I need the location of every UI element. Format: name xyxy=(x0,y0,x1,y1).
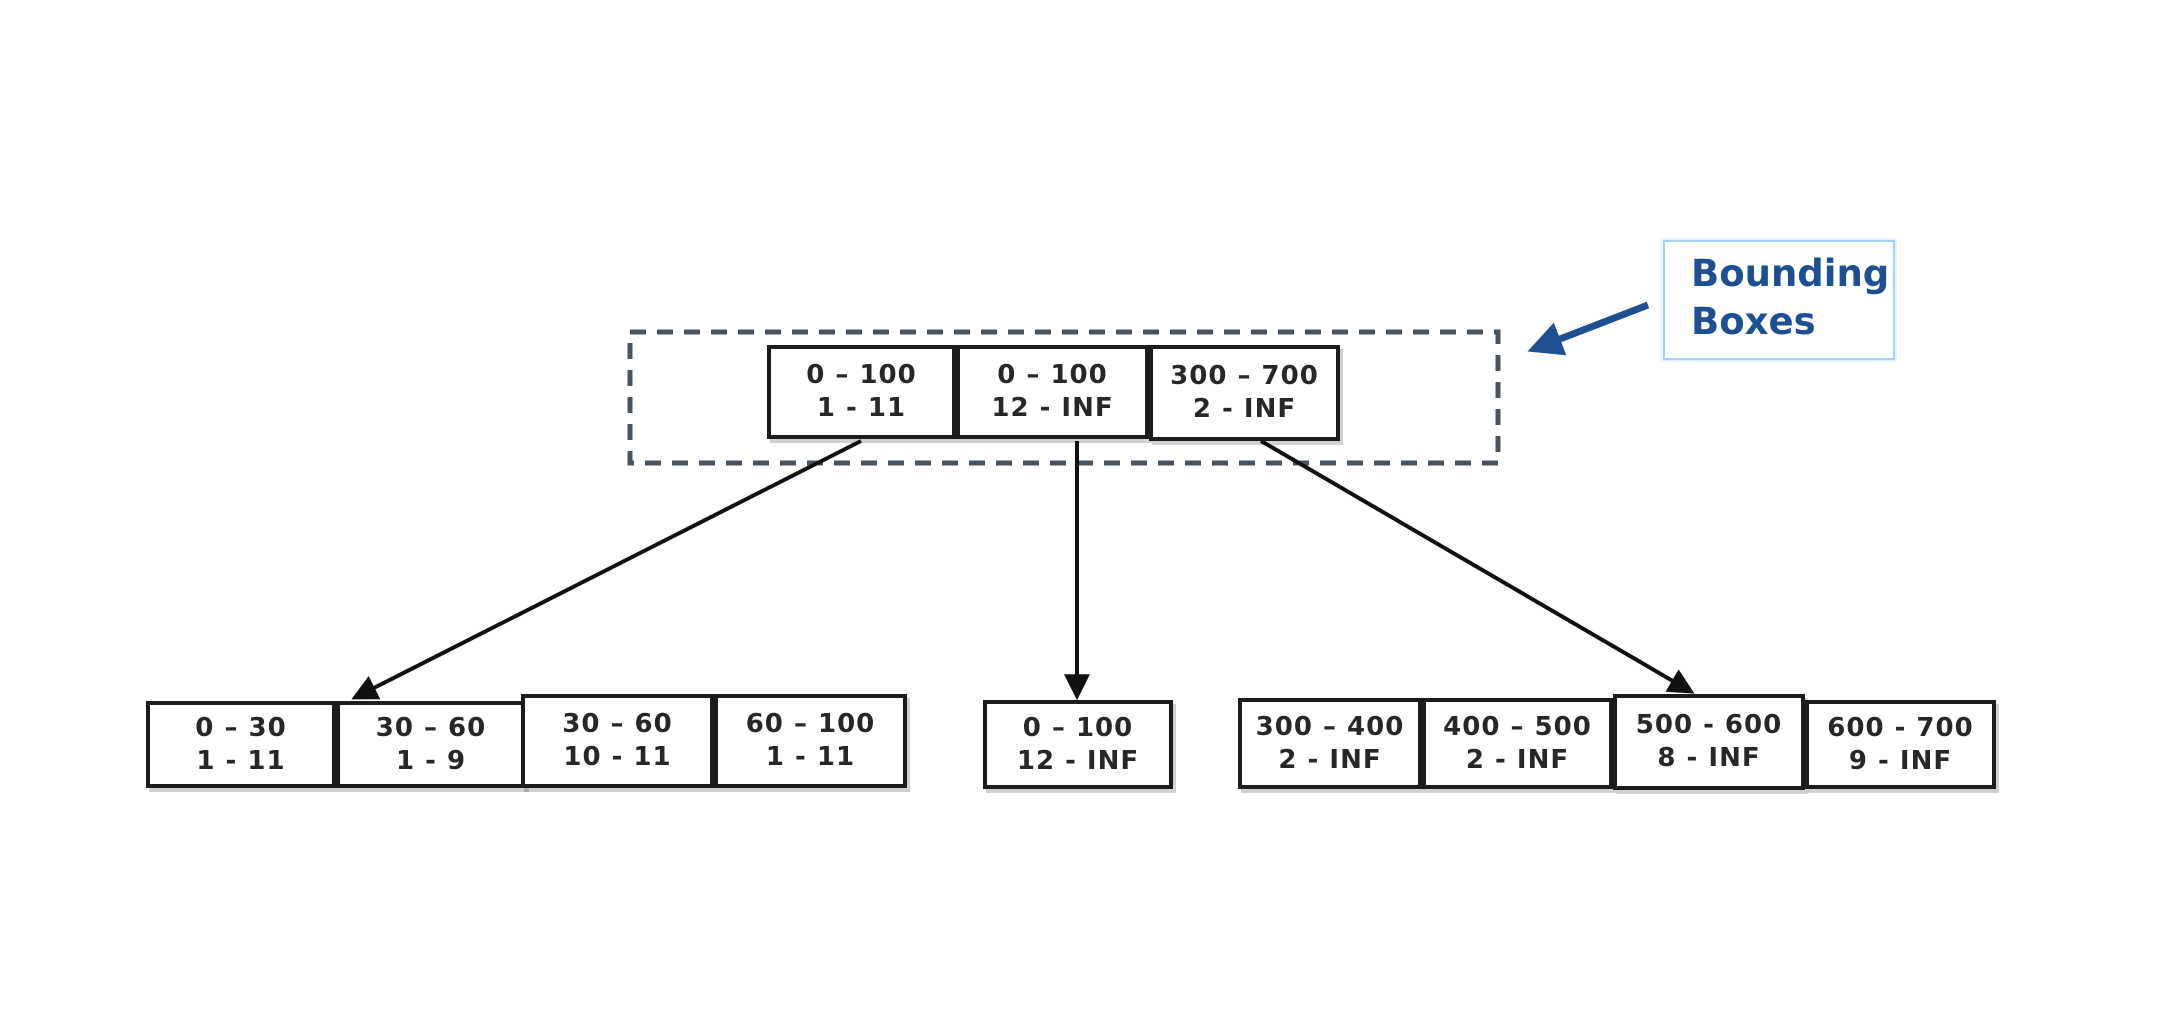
leaf-node-left-1: 30 – 60 1 - 9 xyxy=(336,701,526,788)
node-range: 400 – 500 xyxy=(1443,711,1592,742)
node-range: 0 – 100 xyxy=(806,360,917,390)
node-range: 0 – 30 xyxy=(195,712,287,743)
node-range: 0 – 100 xyxy=(1022,712,1134,743)
root-node-1: 0 – 100 12 - INF xyxy=(956,345,1149,439)
node-ids: 1 - 11 xyxy=(765,742,856,772)
root-node-2: 300 – 700 2 - INF xyxy=(1149,345,1340,441)
node-range: 30 – 60 xyxy=(375,712,487,743)
bounding-boxes-label-line2: Boxes xyxy=(1691,300,1816,343)
leaf-node-right-0: 300 – 400 2 - INF xyxy=(1238,698,1422,789)
leaf-node-left-2: 30 – 60 10 - 11 xyxy=(521,694,714,788)
node-range: 600 - 700 xyxy=(1827,712,1974,743)
node-range: 300 – 700 xyxy=(1170,361,1319,391)
node-range: 30 – 60 xyxy=(562,709,673,739)
callout-arrow-icon xyxy=(1527,301,1650,356)
node-ids: 10 - 11 xyxy=(563,742,672,772)
edge-root0-to-left-group xyxy=(351,439,862,700)
root-node-0: 0 – 100 1 - 11 xyxy=(767,345,956,439)
leaf-node-left-3: 60 – 100 1 - 11 xyxy=(714,694,907,788)
node-range: 500 - 600 xyxy=(1635,710,1783,740)
node-ids: 8 - INF xyxy=(1657,743,1761,773)
leaf-node-middle-0: 0 – 100 12 - INF xyxy=(983,700,1173,789)
node-ids: 2 - INF xyxy=(1192,394,1297,424)
leaf-node-left-0: 0 – 30 1 - 11 xyxy=(146,701,336,788)
node-range: 300 – 400 xyxy=(1255,711,1405,742)
node-ids: 9 - INF xyxy=(1848,745,1953,776)
node-ids: 12 - INF xyxy=(1016,745,1140,776)
node-ids: 1 - 11 xyxy=(196,745,286,776)
node-ids: 12 - INF xyxy=(991,393,1114,423)
edge-root2-to-right-group xyxy=(1259,439,1695,694)
leaf-node-right-1: 400 – 500 2 - INF xyxy=(1422,698,1613,789)
node-ids: 2 - INF xyxy=(1465,744,1570,775)
node-ids: 1 - 11 xyxy=(816,393,907,423)
leaf-node-right-2: 500 - 600 8 - INF xyxy=(1613,694,1805,790)
node-ids: 2 - INF xyxy=(1278,744,1382,775)
leaf-node-right-3: 600 - 700 9 - INF xyxy=(1805,700,1996,789)
node-range: 60 – 100 xyxy=(745,709,876,739)
node-range: 0 – 100 xyxy=(997,360,1108,390)
bounding-boxes-dashed-container xyxy=(627,329,1501,466)
node-ids: 1 - 9 xyxy=(395,745,467,776)
bounding-boxes-label-line1: Bounding xyxy=(1691,252,1890,295)
bounding-boxes-label: Bounding Boxes xyxy=(1663,240,1895,360)
